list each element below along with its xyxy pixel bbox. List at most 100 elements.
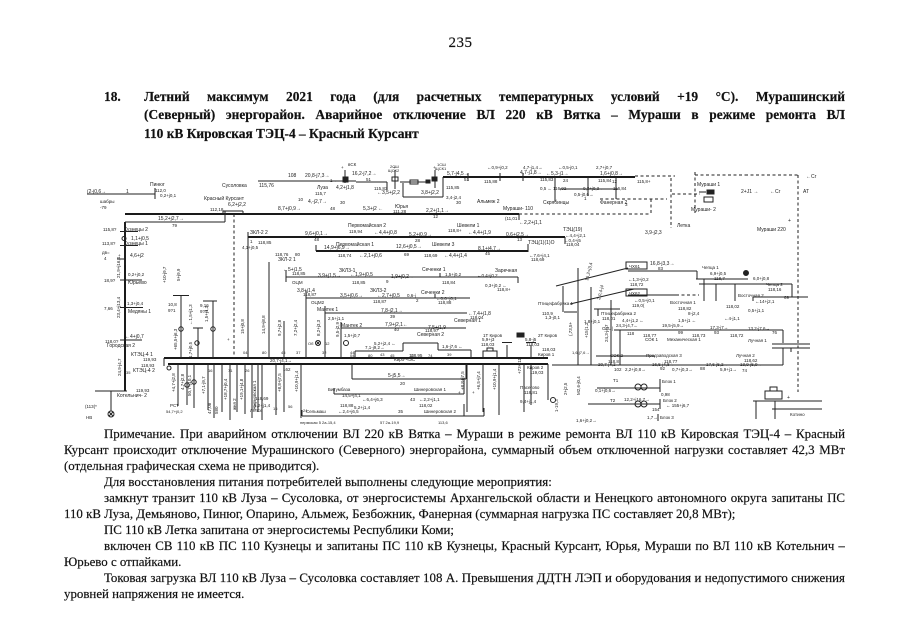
svg-text:0,1+j0,6→: 0,1+j0,6→ (595, 388, 616, 393)
svg-text:Жирновская 1: Жирновская 1 (252, 380, 257, 410)
svg-text:+: + (472, 390, 475, 395)
svg-text:118,85: 118,85 (292, 271, 306, 276)
svg-text:16: 16 (208, 368, 213, 373)
svg-text:118,82: 118,82 (678, 306, 692, 311)
svg-text:0,6+j2,5→: 0,6+j2,5→ (506, 232, 529, 238)
svg-text:12: 12 (325, 341, 330, 346)
svg-text:118,72: 118,72 (630, 282, 644, 287)
svg-text:←4,4+j0,8: ←4,4+j0,8 (374, 230, 397, 236)
svg-text:118,03: 118,03 (542, 347, 556, 352)
svg-text:1,5+j0,7: 1,5+j0,7 (344, 333, 361, 338)
svg-text:40: 40 (394, 327, 400, 332)
svg-text:Блок 3: Блок 3 (660, 415, 674, 420)
svg-text:Кузнецы 2: Кузнецы 2 (124, 227, 148, 233)
svg-text:39: 39 (390, 314, 396, 319)
svg-text:6,9+j0,5: 6,9+j0,5 (710, 271, 727, 276)
svg-text:26: 26 (245, 368, 250, 373)
svg-text:19,5-j5,9→: 19,5-j5,9→ (662, 323, 684, 328)
svg-text:Городская 2: Городская 2 (107, 343, 135, 349)
svg-text:24,9-j4,7: 24,9-j4,7 (117, 358, 122, 376)
svg-text:6,0+j0,8: 6,0+j0,8 (753, 276, 770, 281)
svg-text:Альмеж 2: Альмеж 2 (477, 199, 500, 205)
svg-text:2: 2 (416, 298, 419, 303)
svg-text:1,6+j0,2→: 1,6+j0,2→ (576, 418, 597, 423)
svg-text:48: 48 (314, 237, 320, 242)
svg-text:Т2: Т2 (610, 398, 616, 403)
svg-text:2,5+j1,1: 2,5+j1,1 (328, 316, 345, 321)
svg-text:Кузнецы 1: Кузнецы 1 (124, 241, 148, 247)
svg-text:Восточная 2: Восточная 2 (738, 293, 764, 298)
svg-text:←2,7+j0,5: ←2,7+j0,5 (377, 293, 400, 299)
svg-text:4,7-j1,8→: 4,7-j1,8→ (520, 170, 542, 176)
svg-text:7,66: 7,66 (104, 306, 113, 311)
svg-text:4,4+j1,2 ←: 4,4+j1,2 ← (622, 318, 644, 323)
svg-text:17,3-j7→: 17,3-j7→ (710, 325, 728, 330)
svg-text:04: 04 (243, 350, 248, 355)
svg-text:118,62: 118,62 (744, 358, 758, 363)
svg-text:4,1+j0,5: 4,1+j0,5 (242, 245, 259, 250)
svg-text:ЧХ62: ЧХ62 (629, 291, 641, 296)
svg-text:КТЭЦ-4 2: КТЭЦ-4 2 (133, 368, 155, 374)
svg-text:1: 1 (126, 189, 129, 195)
svg-text:9?7: 9?7 (200, 309, 208, 314)
svg-text:20,7-j4,1→: 20,7-j4,1→ (270, 358, 292, 363)
svg-text:13,9-j5,9→: 13,9-j5,9→ (740, 362, 762, 367)
svg-text:113,8?: 113,8? (102, 241, 116, 246)
svg-text:1,3+j0,4: 1,3+j0,4 (127, 301, 144, 306)
svg-text:7,9+j2,1←: 7,9+j2,1← (385, 322, 408, 328)
svg-text:Битумбаза: Битумбаза (328, 387, 351, 392)
svg-text:1,8+j0,1: 1,8+j0,1 (584, 319, 601, 324)
svg-text:Чепца 1: Чепца 1 (702, 265, 719, 270)
svg-text:Сеченки 1: Сеченки 1 (422, 267, 446, 273)
svg-text:+10-j9,7: +10-j9,7 (162, 266, 167, 283)
svg-text:9,16: 9,16 (200, 303, 209, 308)
svg-text:1: 1 (584, 196, 587, 201)
svg-text:ЗКЛ3-2: ЗКЛ3-2 (370, 288, 387, 294)
svg-text:4,2+j1,8: 4,2+j1,8 (336, 185, 354, 191)
svg-text:М2,6-j0,4: М2,6-j0,4 (576, 376, 581, 395)
svg-text:(2-j0,6→: (2-j0,6→ (87, 189, 106, 195)
svg-text:СОК 2: СОК 2 (610, 353, 624, 358)
svg-text:ОЦМ: ОЦМ (292, 280, 303, 285)
svg-text:+: + (341, 165, 344, 170)
svg-text:Лучная 2: Лучная 2 (736, 353, 755, 358)
svg-text:12,2+j16,7→: 12,2+j16,7→ (624, 397, 650, 402)
svg-text:5,9+j3: 5,9+j3 (482, 337, 495, 342)
svg-text:115,7: 115,7 (315, 191, 326, 196)
svg-text:102: 102 (614, 367, 622, 372)
svg-text:8,7+j0,9→: 8,7+j0,9→ (278, 206, 301, 212)
svg-text:35: 35 (398, 409, 404, 414)
svg-text:0,7+j0,3→: 0,7+j0,3→ (672, 367, 693, 372)
svg-text:←6,4+j6,3: ←6,4+j6,3 (362, 397, 383, 402)
svg-text:30: 30 (456, 200, 462, 205)
svg-text:118,84: 118,84 (442, 280, 456, 285)
svg-text:118,85: 118,85 (258, 240, 272, 245)
svg-text:118,73: 118,73 (692, 333, 706, 338)
svg-text:+65,5+j6,3: +65,5+j6,3 (173, 328, 178, 350)
svg-text:32: 32 (322, 350, 327, 355)
svg-text:43: 43 (410, 397, 416, 402)
svg-text:7,2+j2,4: 7,2+j2,4 (293, 319, 298, 336)
svg-text:119,0(: 119,0( (632, 303, 645, 308)
svg-text:118,72: 118,72 (730, 333, 744, 338)
svg-text:162: 162 (283, 367, 291, 372)
svg-text:Юрья: Юрья (395, 204, 408, 210)
svg-text:47,08: 47,08 (207, 402, 212, 414)
svg-text:2,7+j0,7: 2,7+j0,7 (596, 165, 613, 170)
svg-text:39: 39 (447, 352, 452, 357)
svg-text:9: 9 (386, 279, 389, 284)
svg-text:Заречная: Заречная (495, 268, 517, 274)
svg-text:24,3-j4,7: 24,3-j4,7 (604, 324, 609, 342)
svg-text:5,2+j1,4: 5,2+j1,4 (254, 403, 271, 408)
svg-text:118,8+: 118,8+ (497, 287, 511, 292)
svg-text:←2,4+j6,5: ←2,4+j6,5 (338, 409, 359, 414)
svg-text:Мураши 1: Мураши 1 (697, 182, 720, 188)
svg-text:ЗКЛ-2 2: ЗКЛ-2 2 (250, 230, 268, 236)
svg-text:ЩСК2: ЩСК2 (388, 168, 400, 173)
svg-text:115,84: 115,84 (598, 178, 612, 183)
svg-text:118,97: 118,97 (425, 328, 439, 333)
svg-text:Блок 1: Блок 1 (662, 379, 676, 384)
svg-text:118,0?: 118,0? (105, 339, 119, 344)
svg-text:←5,3-j1→: ←5,3-j1→ (546, 171, 569, 177)
svg-text:Шинеровская 2: Шинеровская 2 (424, 409, 456, 414)
